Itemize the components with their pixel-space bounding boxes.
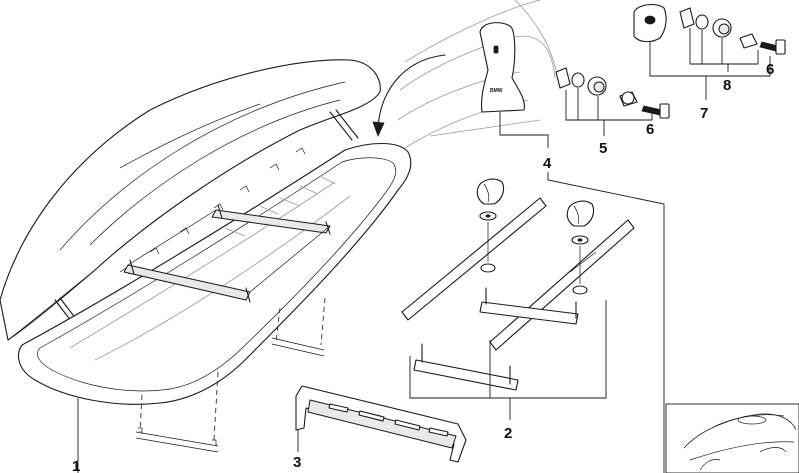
lock-logo-text: BMW [490, 88, 503, 94]
callout-3: 3 [293, 454, 301, 471]
roof-box [0, 59, 412, 453]
car-rear-outline [372, 0, 559, 149]
callout-6a: 6 [646, 121, 654, 138]
callout-6b: 6 [766, 61, 774, 78]
car-thumbnail [665, 403, 799, 473]
callout-8: 8 [723, 77, 731, 94]
callout-2: 2 [504, 425, 512, 442]
callout-5: 5 [599, 140, 607, 157]
callouts: 1 2 3 4 5 6 6 7 8 [72, 61, 774, 473]
leader-lines [77, 28, 771, 473]
lock-cylinder-set-upper [633, 3, 786, 55]
mounting-kit [401, 178, 635, 391]
handle-part [295, 385, 467, 463]
lock-assembly: BMW [479, 22, 525, 113]
callout-1: 1 [72, 458, 80, 473]
callout-4: 4 [543, 155, 552, 172]
callout-7: 7 [700, 105, 708, 122]
